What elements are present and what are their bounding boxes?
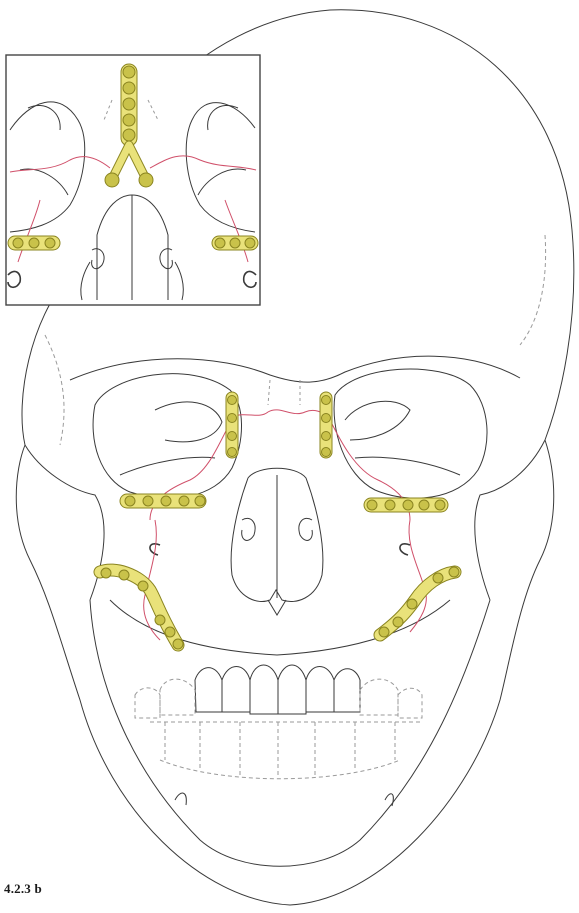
nasal-spine xyxy=(268,600,286,615)
plate-infraorbital-right xyxy=(364,498,448,512)
zygoma-left xyxy=(25,445,104,600)
mental-foramen-left xyxy=(175,793,186,805)
mental-foramen-right xyxy=(385,794,393,806)
inset-detail xyxy=(6,55,260,305)
zygoma-right xyxy=(475,440,545,600)
orbit-left xyxy=(93,374,241,499)
frontal-suture-dashed xyxy=(268,380,300,405)
infraorbital-foramen-right xyxy=(400,544,410,555)
nasal-turbinate-right xyxy=(299,518,312,540)
figure-caption: 4.2.3 b xyxy=(4,881,42,897)
fracture-lines xyxy=(144,410,427,640)
orbit-right xyxy=(334,369,487,498)
orbit-left-inner xyxy=(155,402,222,442)
orbit-right-fissure xyxy=(355,457,460,475)
plate-infraorbital-left xyxy=(120,494,206,508)
lower-teeth xyxy=(150,722,420,779)
orbit-right-inner xyxy=(345,401,410,440)
temporal-line-right xyxy=(520,235,546,345)
plate-frontonasal-right xyxy=(320,392,332,458)
plate-buttress-left xyxy=(100,568,183,649)
mandible xyxy=(90,600,490,866)
plate-frontonasal-left xyxy=(226,392,238,458)
nasal-turbinate-left xyxy=(242,518,255,540)
temporal-line-left xyxy=(45,335,64,445)
upper-teeth xyxy=(135,665,422,718)
